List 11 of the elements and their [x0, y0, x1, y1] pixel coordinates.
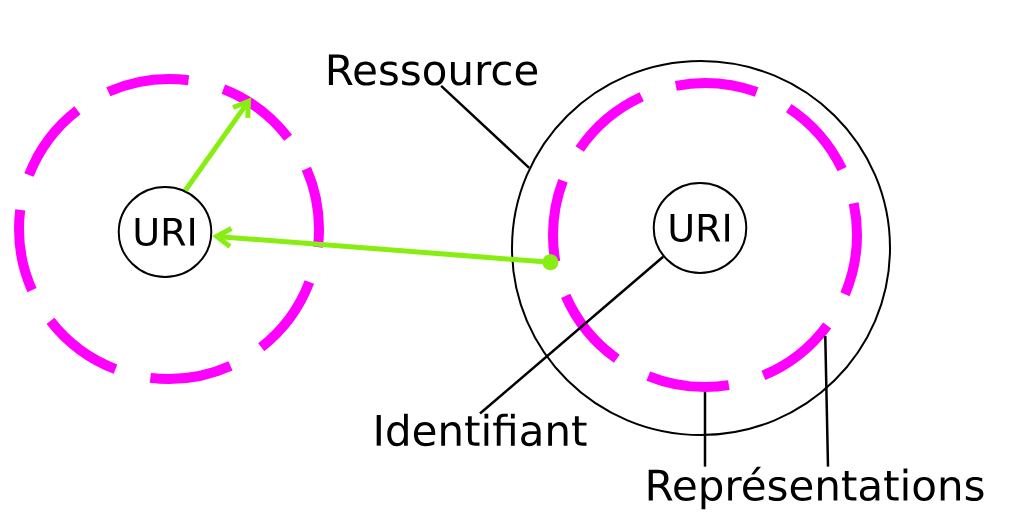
dashed-circle [14, 74, 324, 384]
arrow [183, 97, 252, 192]
callout-label: Identifiant [376, 413, 587, 447]
arrow [212, 226, 559, 271]
callout-label: Représentations [648, 466, 984, 510]
dashed-circle [548, 78, 862, 392]
leader-line [703, 392, 707, 467]
leader-line [479, 255, 664, 415]
leader-line [824, 335, 830, 467]
callout-label: Ressource [328, 54, 538, 86]
leader-line [440, 84, 530, 169]
